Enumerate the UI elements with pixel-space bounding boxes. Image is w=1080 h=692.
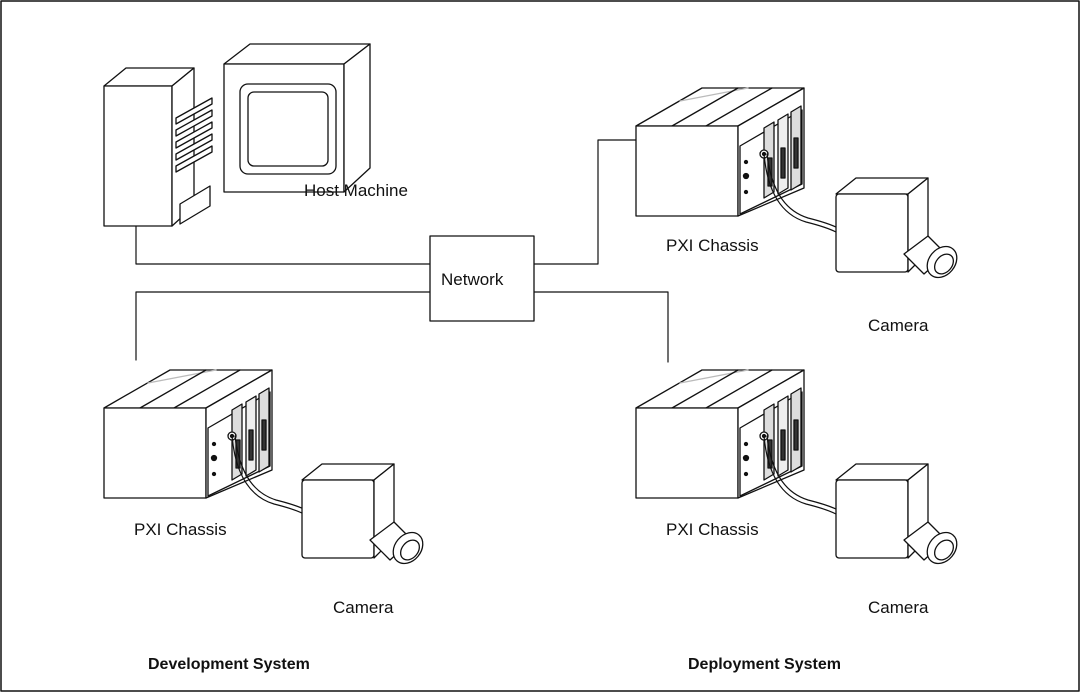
pxi-chassis-dev xyxy=(103,369,307,515)
host-machine xyxy=(104,44,370,226)
deployment-system-label: Deployment System xyxy=(688,656,841,673)
network-label: Network xyxy=(441,270,504,289)
pxi-chassis-deploy-bottom xyxy=(635,369,839,515)
network-box xyxy=(430,236,534,321)
camera-deploy-bottom xyxy=(835,463,964,571)
pxi-chassis-deploy-top xyxy=(635,87,839,233)
pxi-chassis-label-dep: PXI Chassis xyxy=(666,520,759,539)
pxi-chassis-label-dev: PXI Chassis xyxy=(134,520,227,539)
camera-deploy-top xyxy=(835,177,964,285)
camera-label-dep: Camera xyxy=(868,598,929,617)
pxi-chassis-label-top: PXI Chassis xyxy=(666,236,759,255)
host-machine-label: Host Machine xyxy=(304,181,408,200)
camera-dev xyxy=(301,463,430,571)
development-system-label: Development System xyxy=(148,656,310,673)
camera-label-top: Camera xyxy=(868,316,929,335)
camera-label-dev: Camera xyxy=(333,598,394,617)
network-lines xyxy=(136,140,668,362)
